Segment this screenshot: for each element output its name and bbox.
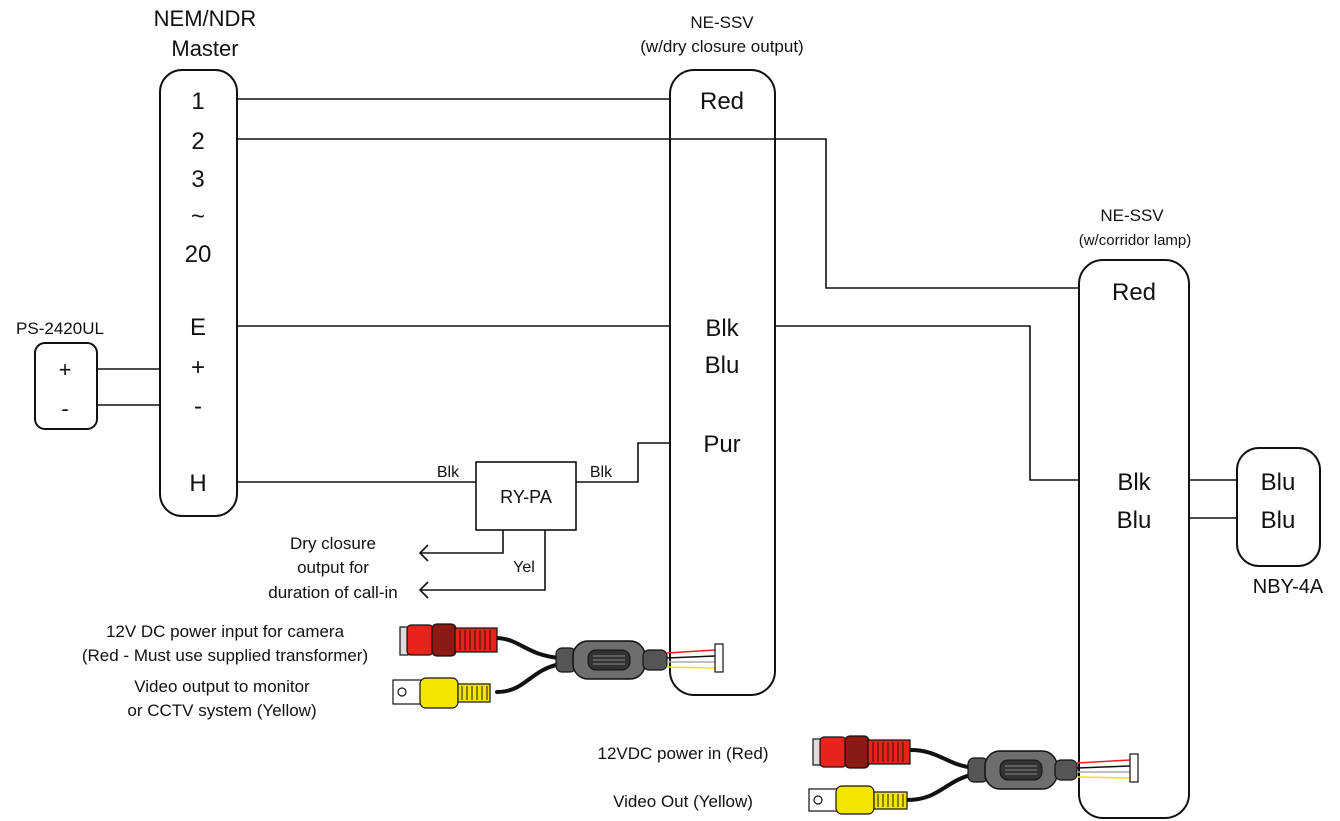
- station-lamp-note: (w/corridor lamp): [1079, 232, 1192, 249]
- yellow-bnc-plug-icon: [392, 677, 491, 709]
- master-terminal-3: 3: [191, 166, 204, 193]
- wire-relay-to-pur: [576, 442, 670, 483]
- cable2-yellow-lead: [905, 772, 977, 802]
- station-lamp-unit: [1078, 259, 1190, 819]
- master-terminal-tilde: ~: [191, 203, 205, 230]
- cable1-power-label-2: (Red - Must use supplied transformer): [82, 646, 368, 665]
- relay-output-note-1: Dry closure: [290, 534, 376, 553]
- relay-in-label: Blk: [437, 464, 460, 481]
- station-lamp-name: NE-SSV: [1100, 206, 1164, 225]
- lamp-name: NBY-4A: [1253, 576, 1324, 598]
- relay-unit: [475, 461, 577, 531]
- master-terminal-1: 1: [191, 88, 204, 115]
- wire-terminal-2: [237, 138, 1079, 289]
- relay-output-note-2: output for: [297, 558, 369, 577]
- relay-yel-label: Yel: [513, 559, 535, 576]
- station-dry-pur: Pur: [703, 431, 740, 458]
- wires: [97, 98, 1237, 599]
- master-terminal-plus: +: [191, 354, 205, 381]
- master-terminal-20: 20: [185, 241, 212, 268]
- arrow-head-1: [418, 544, 429, 562]
- cable1-red-lead: [493, 636, 562, 660]
- wire-relay-output-2: [420, 530, 546, 591]
- wire-station-to-station: [775, 325, 1079, 481]
- power-supply-plus: +: [59, 357, 72, 382]
- station-lamp-blu: Blu: [1117, 507, 1152, 534]
- relay-output-note-3: duration of call-in: [268, 583, 397, 602]
- power-supply-unit: [34, 342, 98, 430]
- master-terminal-e: E: [190, 314, 206, 341]
- station-dry-red: Red: [700, 88, 744, 115]
- master-title-line2: Master: [171, 36, 238, 61]
- station-lamp-red: Red: [1112, 279, 1156, 306]
- lamp-wire-2: Blu: [1261, 507, 1296, 534]
- cable1-power-label-1: 12V DC power input for camera: [106, 622, 345, 641]
- power-supply-minus: -: [61, 396, 68, 421]
- cable2-video-label: Video Out (Yellow): [613, 792, 753, 811]
- station-dry-note: (w/dry closure output): [640, 37, 803, 56]
- cable2-power-label: 12VDC power in (Red): [597, 744, 768, 763]
- station-dry-unit: [669, 69, 776, 696]
- station-lamp-blk: Blk: [1117, 469, 1151, 496]
- cable2-red-lead: [908, 748, 977, 770]
- camera-cable-2: [808, 735, 1139, 815]
- wire-relay-output-1: [420, 530, 504, 554]
- yellow-bnc-plug-icon: [808, 785, 908, 815]
- station-dry-blk: Blk: [705, 315, 739, 342]
- camera-cable-1: [392, 623, 724, 709]
- station-dry-blu: Blu: [705, 352, 740, 379]
- relay-out-label: Blk: [590, 464, 613, 481]
- master-unit: [159, 69, 238, 517]
- lamp-wire-1: Blu: [1261, 469, 1296, 496]
- red-rca-plug-icon: [399, 623, 498, 657]
- cable1-yellow-lead: [495, 662, 562, 694]
- master-terminal-minus: -: [194, 393, 202, 420]
- cable1-video-label-1: Video output to monitor: [134, 677, 310, 696]
- station-dry-name: NE-SSV: [690, 13, 754, 32]
- master-terminal-2: 2: [191, 128, 204, 155]
- master-terminal-h: H: [189, 470, 206, 497]
- lamp-unit: [1236, 447, 1321, 567]
- arrow-head-2: [418, 581, 429, 599]
- cable2-junction-icon: [967, 750, 1139, 790]
- power-supply-name: PS-2420UL: [16, 319, 104, 338]
- cable1-junction-icon: [555, 640, 724, 680]
- relay-name: RY-PA: [500, 487, 552, 507]
- red-rca-plug-icon: [812, 735, 911, 769]
- master-title-line1: NEM/NDR: [154, 6, 257, 31]
- cable1-video-label-2: or CCTV system (Yellow): [127, 701, 316, 720]
